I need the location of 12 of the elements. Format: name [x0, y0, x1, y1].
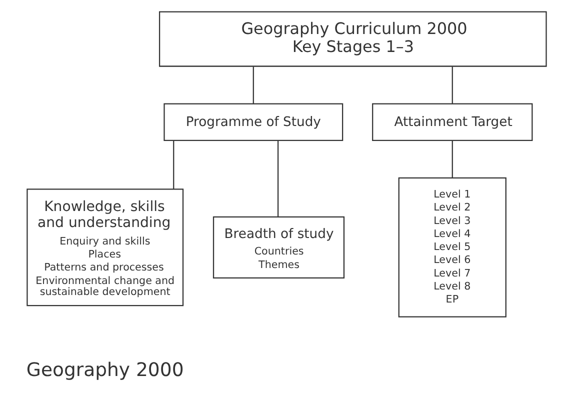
node-box: Breadth of study Countries Themes: [212, 216, 344, 278]
node-box: Level 1 Level 2 Level 3 Level 4 Level 5 Level 6 Level 7 Level 8 EP: [398, 177, 506, 318]
connector: [451, 140, 452, 178]
node-box: Programme of Study: [163, 103, 343, 141]
connector: [451, 66, 452, 104]
label: Geography 2000: [26, 360, 184, 381]
connector: [276, 140, 278, 217]
connector: [172, 140, 174, 190]
node-box: Knowledge, skills and understanding Enquiry and skills Places Patterns and processes Environmental change and sustainable development: [26, 188, 184, 306]
connector: [252, 66, 254, 104]
node-box: Attainment Target: [372, 103, 532, 141]
node-box: Geography Curriculum 2000 Key Stages 1–3: [158, 11, 546, 67]
